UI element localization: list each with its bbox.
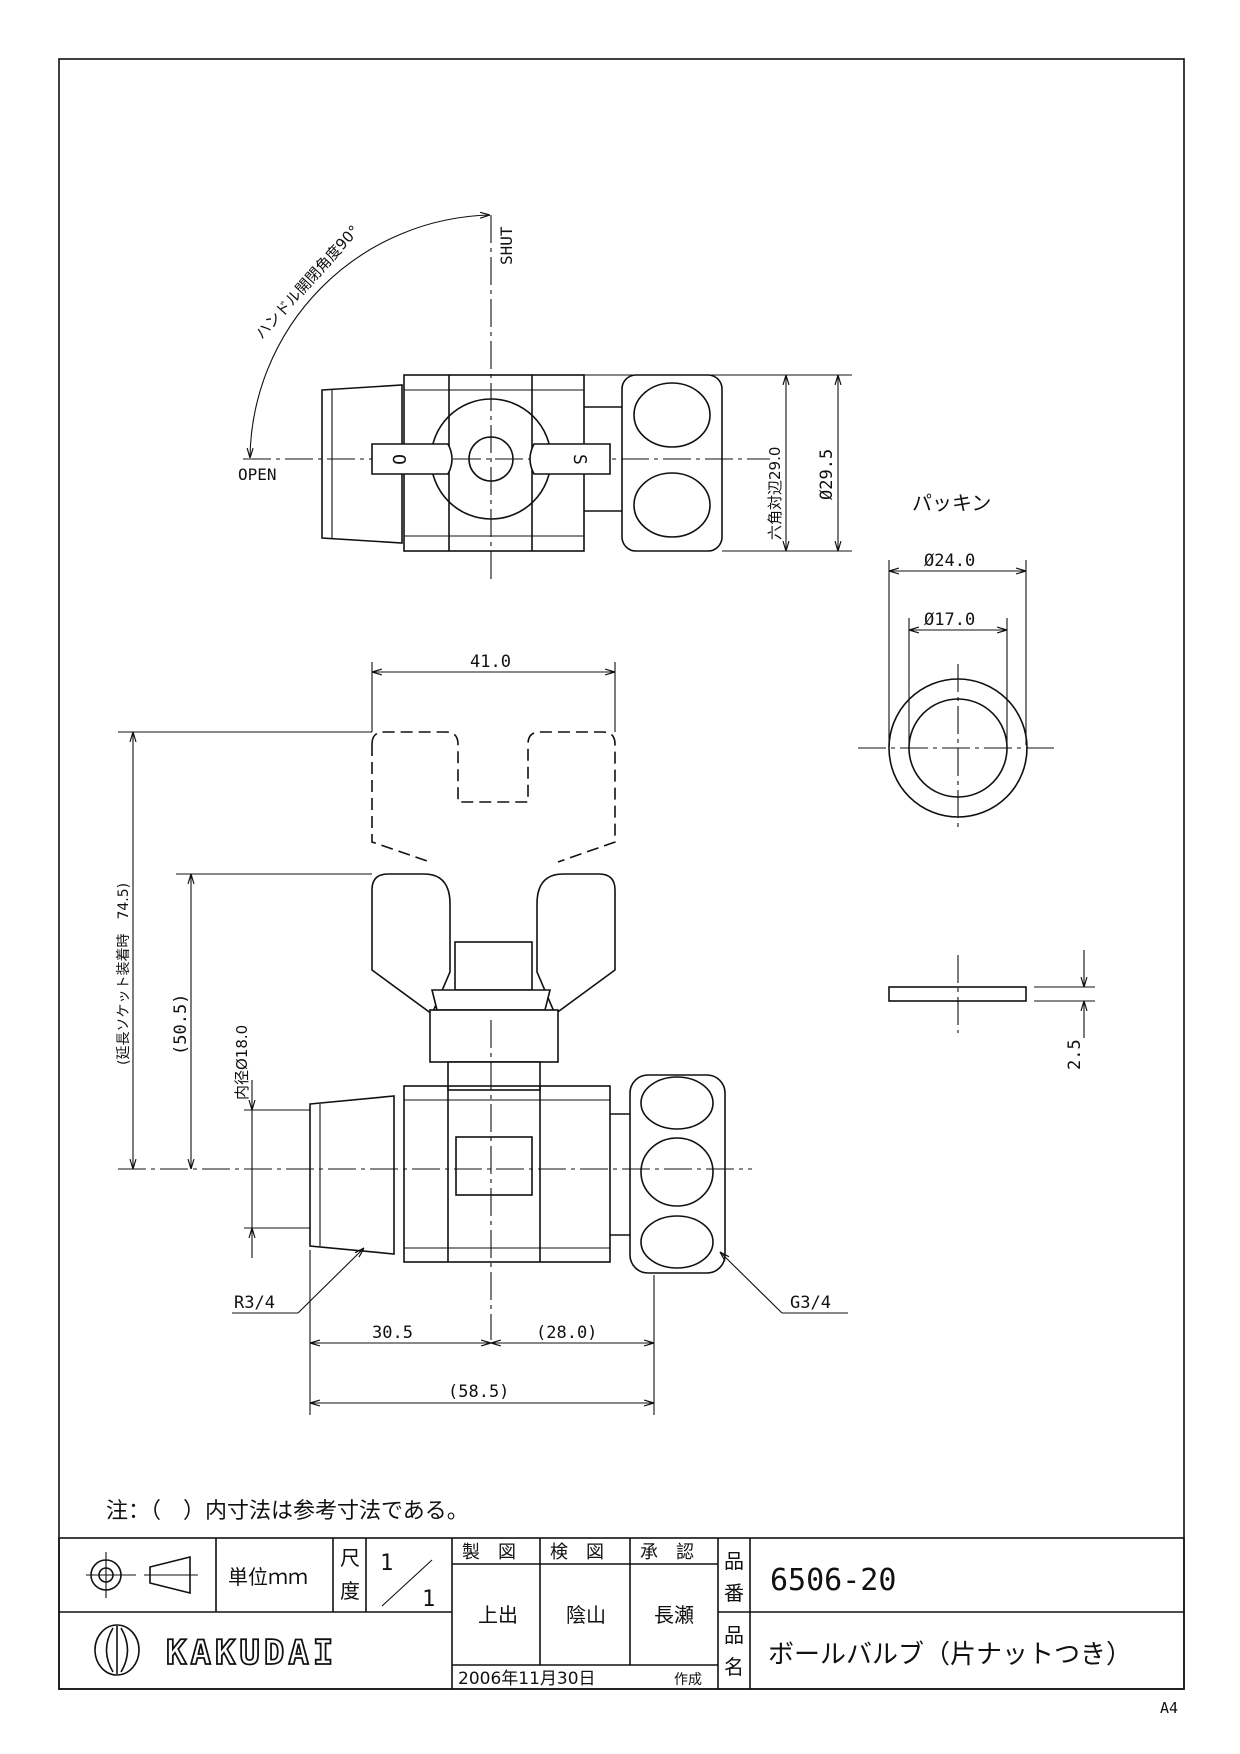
brand-name: KAKUDAI <box>166 1633 337 1673</box>
packing-thickness: 2.5 <box>1065 1039 1085 1070</box>
dim-right: (28.0) <box>536 1323 597 1343</box>
header-approved: 承 認 <box>640 1542 694 1563</box>
thread-female-label: G3/4 <box>790 1293 831 1313</box>
checked-by: 陰山 <box>566 1603 606 1627</box>
handle-width-dim: 41.0 <box>470 652 511 672</box>
title-block: 単位ｍｍ 尺 度 1 1 製 図 検 図 承 認 上出 陰山 長瀬 品 番 65… <box>58 1537 1185 1690</box>
outer-diameter-top-label: Ø29.5 <box>817 449 837 500</box>
packing-inner-dia: Ø17.0 <box>924 610 975 630</box>
scale-label-2: 度 <box>340 1579 360 1603</box>
scale-numerator: 1 <box>380 1551 393 1576</box>
handle-letter-open: O <box>388 454 409 465</box>
unit-label: 単位ｍｍ <box>228 1565 308 1589</box>
shut-label: SHUT <box>497 226 516 265</box>
date-created: 2006年11月30日 <box>458 1669 596 1689</box>
dim-left: 30.5 <box>372 1323 413 1343</box>
handle-angle-arc <box>250 215 490 458</box>
open-label: OPEN <box>238 465 277 484</box>
scale-label-1: 尺 <box>340 1546 360 1570</box>
thread-male-label: R3/4 <box>234 1293 275 1313</box>
body-height-dim: (50.5) <box>171 994 191 1055</box>
dim-total: (58.5) <box>448 1382 509 1402</box>
part-no-label-2: 番 <box>724 1581 744 1605</box>
packing-title: パッキン <box>912 491 991 515</box>
packing-view: パッキン Ø24.0 Ø17.0 2.5 <box>858 491 1095 1070</box>
front-view: 41.0 (延長ソケット装着時 74.5) <box>116 652 848 1415</box>
date-suffix: 作成 <box>674 1672 702 1688</box>
hex-across-flats-label: 六角対辺29.0 <box>766 447 784 540</box>
part-name: ボールバルブ（片ナットつき） <box>768 1640 1132 1670</box>
kakudai-logo-icon <box>94 1624 140 1676</box>
header-checked: 検 図 <box>550 1542 604 1563</box>
part-no-label-1: 品 <box>724 1549 744 1573</box>
part-name-label-2: 名 <box>724 1655 744 1679</box>
inner-dia-dim: 内径Ø18.0 <box>233 1025 251 1100</box>
handle-angle-label: ハンドル開閉角度90° <box>252 222 363 343</box>
reference-note: 注：（ ）内寸法は参考寸法である。 <box>106 1499 469 1524</box>
projection-symbol-icon <box>86 1552 198 1598</box>
scale-denominator: 1 <box>422 1587 435 1612</box>
ext-socket-height-dim: (延長ソケット装着時 74.5) <box>116 883 132 1065</box>
packing-outer-dia: Ø24.0 <box>924 551 975 571</box>
drawn-by: 上出 <box>478 1603 518 1627</box>
approved-by: 長瀬 <box>654 1603 694 1627</box>
handle-letter-shut: S <box>569 454 590 465</box>
part-number: 6506-20 <box>770 1563 896 1598</box>
top-view: ハンドル開閉角度90° SHUT OPEN O S 六角対辺29.0 <box>238 215 852 580</box>
header-drawn: 製 図 <box>462 1542 516 1563</box>
sheet-size-label: A4 <box>1160 1699 1178 1717</box>
part-name-label-1: 品 <box>724 1623 744 1647</box>
